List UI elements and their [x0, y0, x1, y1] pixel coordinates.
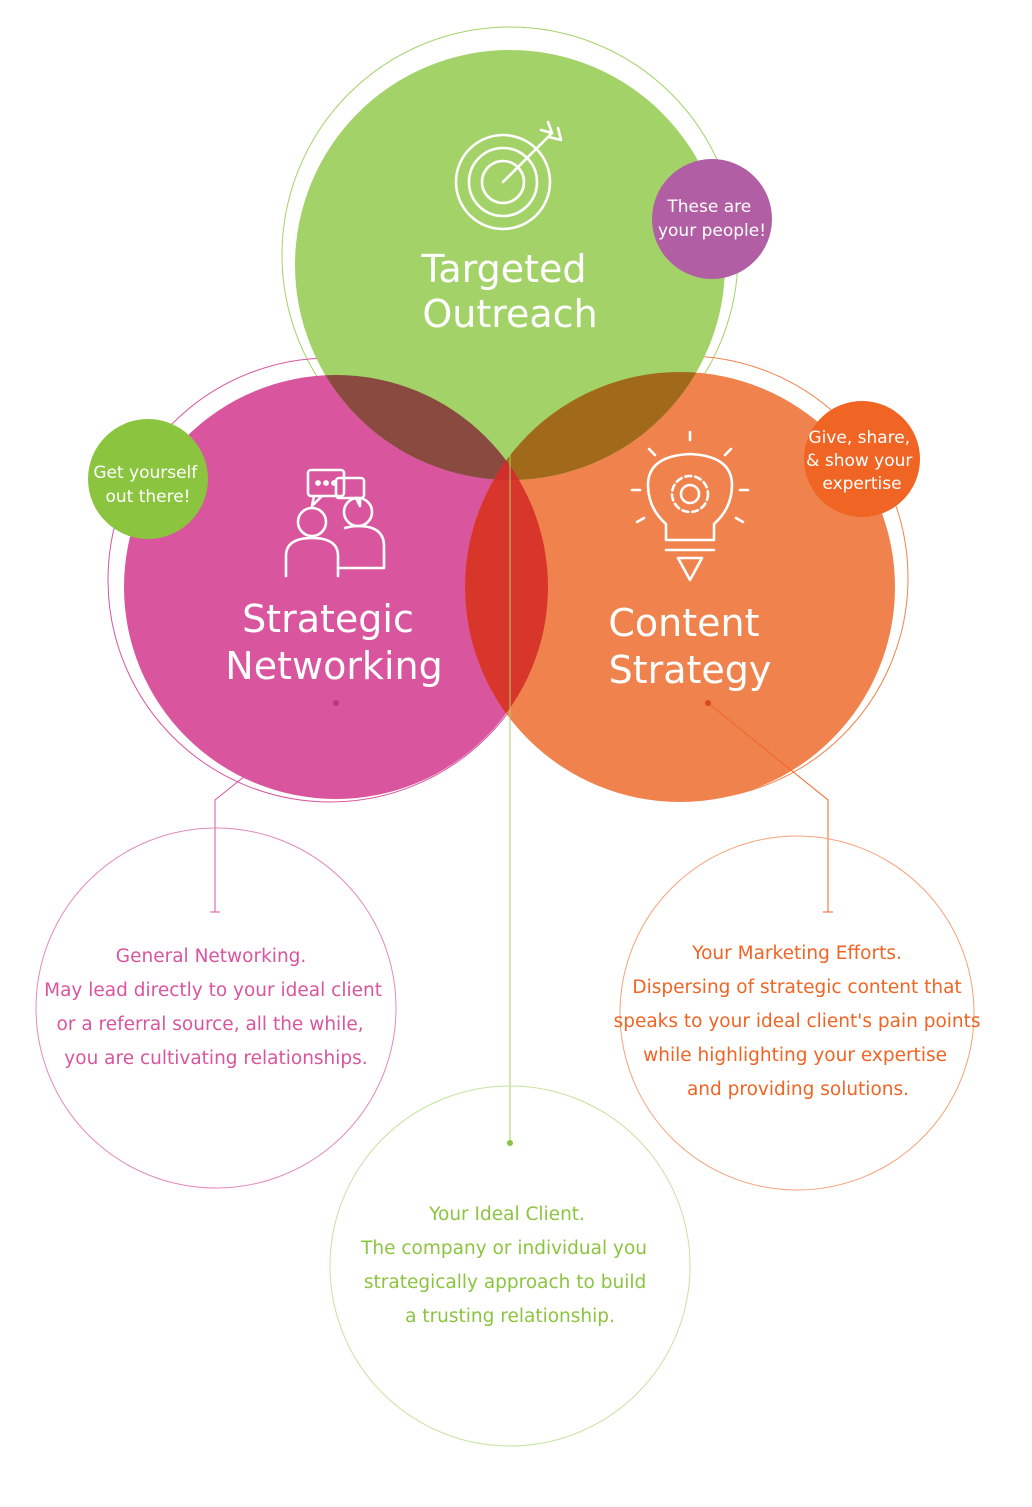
lightbulb-gear-icon: [630, 430, 750, 582]
bubble-text-purple: These are your people!: [658, 197, 766, 241]
bubble-these-are-your-people: [652, 159, 772, 279]
networking-description: General Networking. May lead directly to…: [44, 946, 388, 1069]
green-circle: [295, 50, 725, 480]
marketing-description-circle: [619, 835, 975, 1191]
people-chat-icon: [284, 468, 386, 578]
bubble-give-share-show: [804, 401, 920, 517]
orange-circle: [465, 372, 895, 802]
marketing-description: Your Marketing Efforts. Dispersing of st…: [614, 943, 987, 1100]
ideal-client-description: Your Ideal Client. The company or indivi…: [360, 1204, 653, 1327]
title-strategic-networking: Strategic Networking: [225, 597, 442, 688]
title-targeted-outreach: Targeted Outreach: [420, 247, 598, 336]
title-content-strategy: Content Strategy: [608, 601, 771, 692]
target-icon: [454, 120, 563, 231]
bubble-text-green: Get yourself out there!: [93, 463, 202, 507]
ideal-client-description-circle: [329, 1085, 691, 1447]
networking-description-circle: [35, 827, 397, 1189]
bubble-text-orange: Give, share, & show your expertise: [806, 428, 918, 494]
bubble-get-yourself-out-there: [88, 419, 208, 539]
connector-lines: [210, 355, 833, 1146]
pink-circle: [124, 375, 548, 799]
